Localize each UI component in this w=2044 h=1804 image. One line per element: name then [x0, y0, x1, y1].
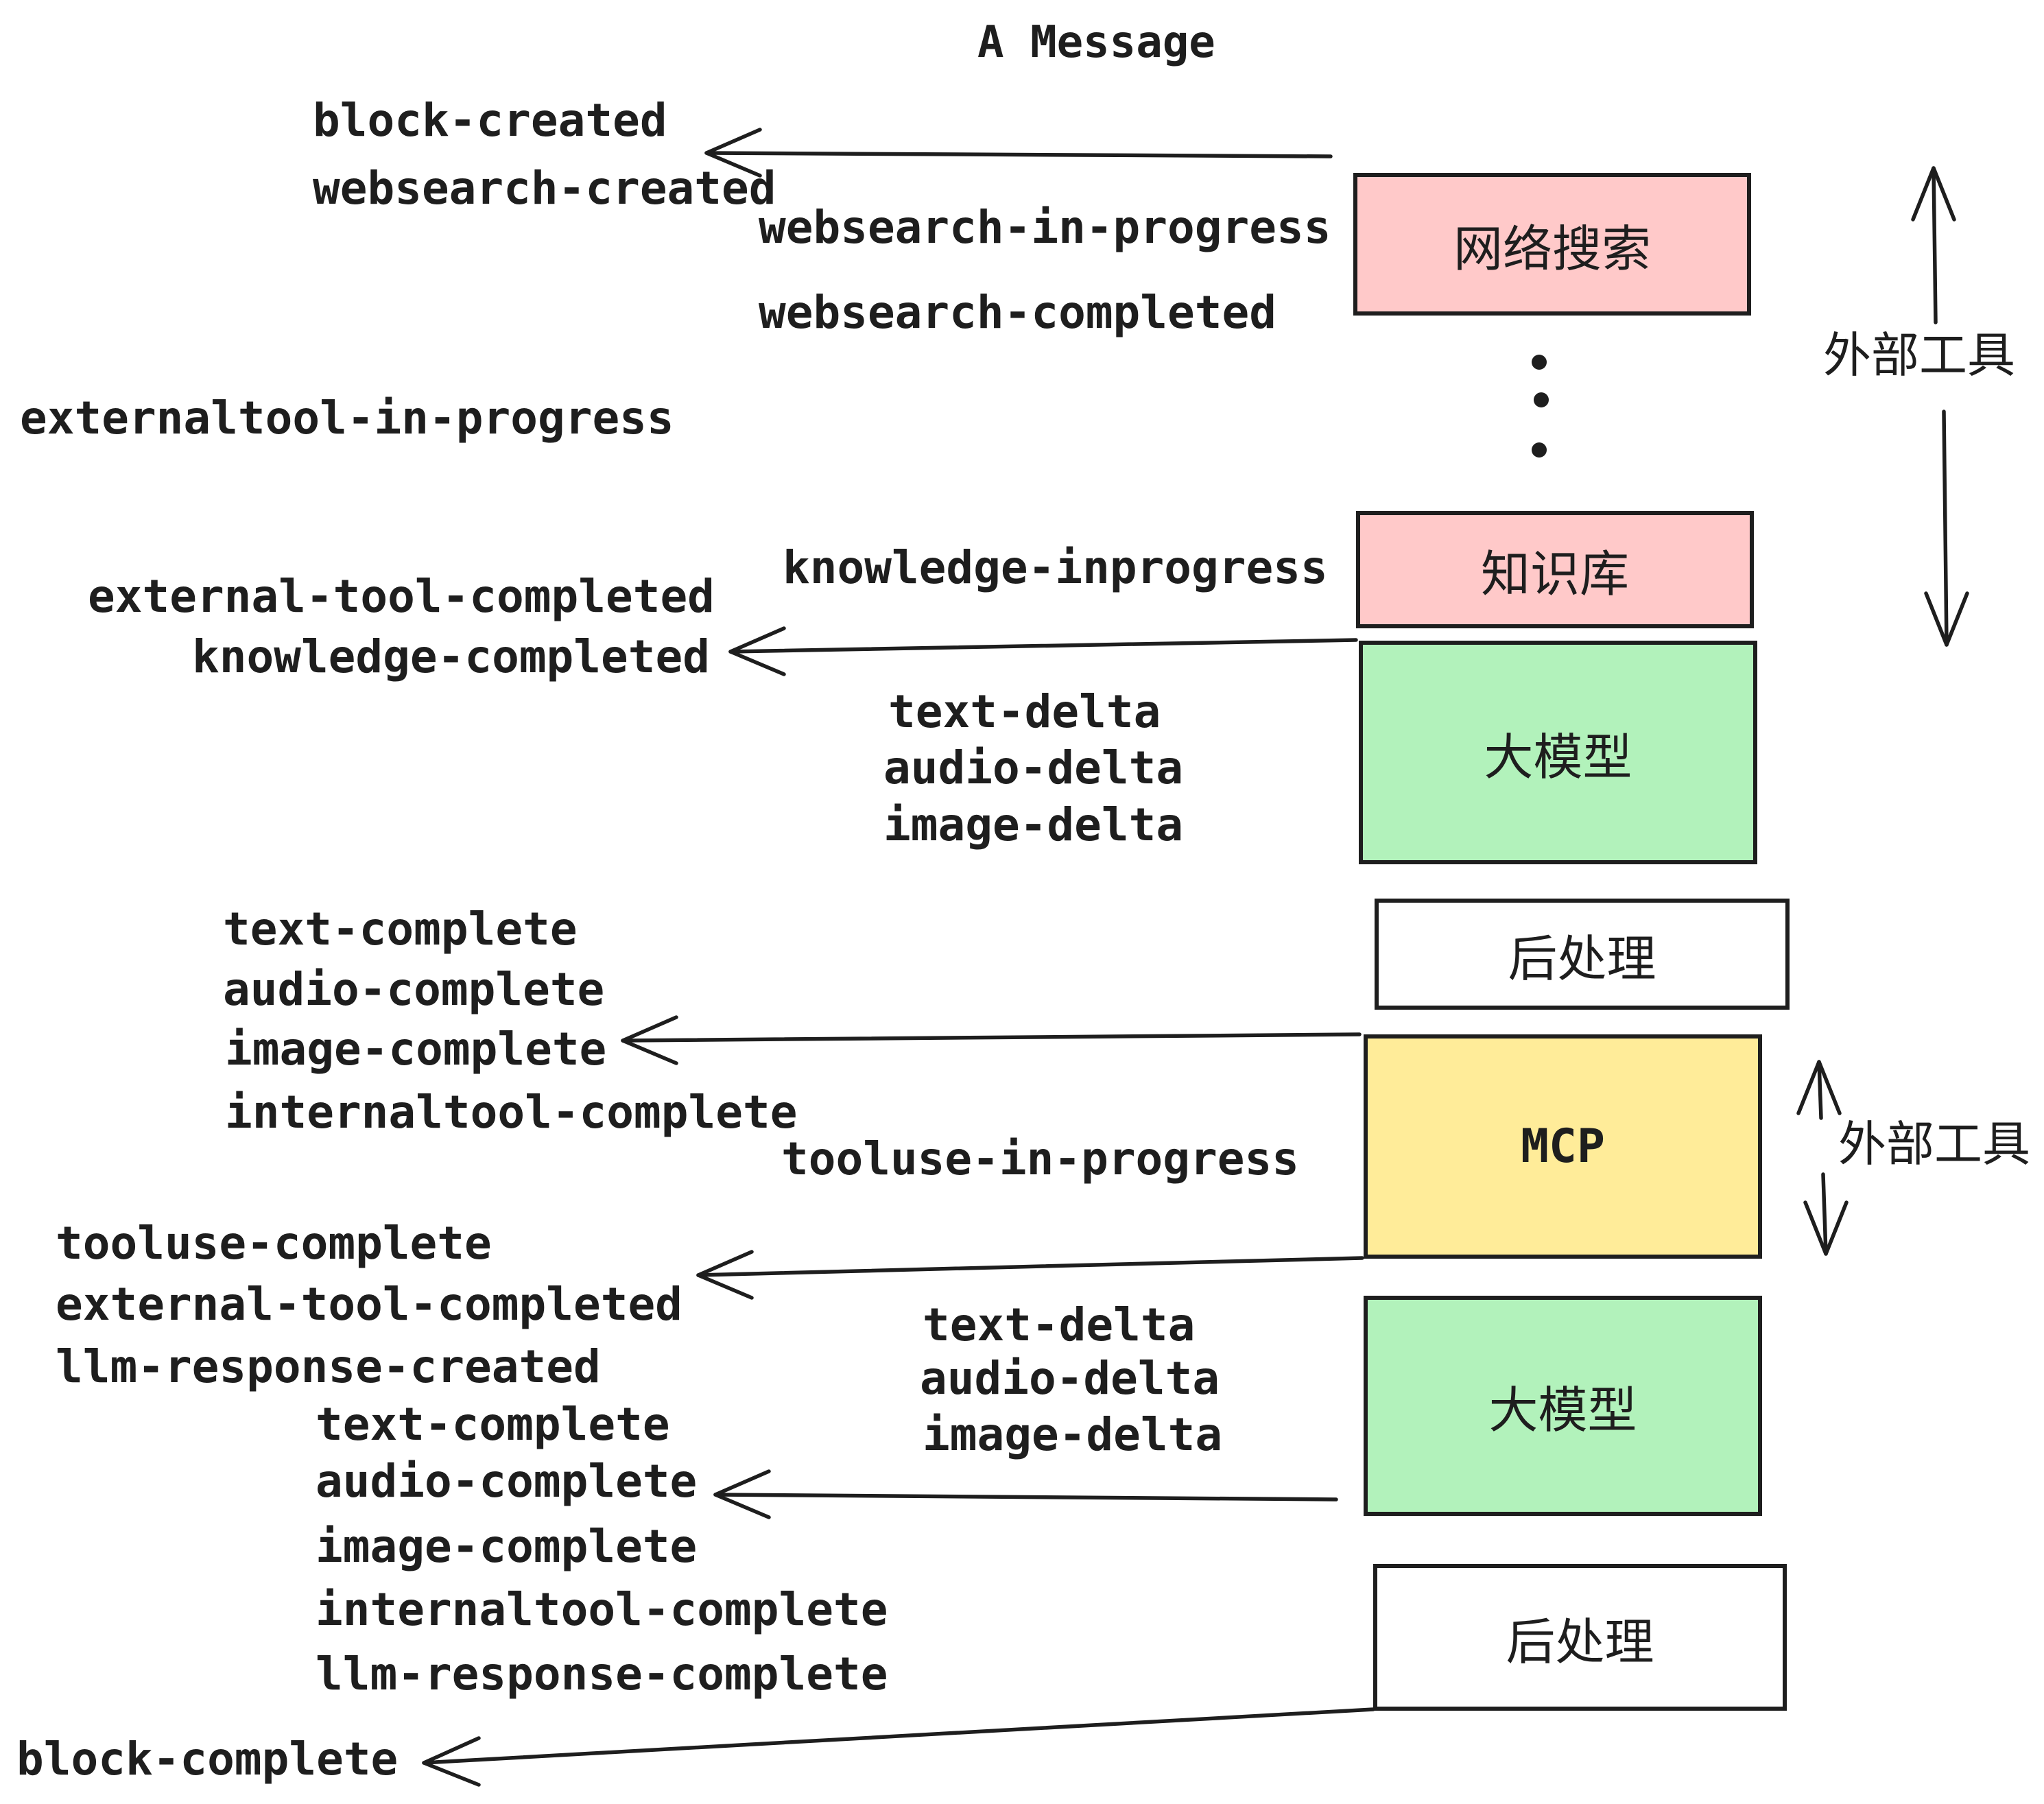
event-audio-complete-2: audio-complete — [316, 1455, 698, 1508]
event-knowledge-completed: knowledge-completed — [192, 630, 710, 683]
box-websearch: 网络搜索 — [1353, 173, 1751, 316]
event-text-delta-1: text-delta — [888, 685, 1161, 738]
double-arrow-external-tools-mcp — [1796, 1060, 1849, 1256]
box-llm-2: 大模型 — [1364, 1296, 1762, 1516]
arrow-knowledge-to-completed — [728, 626, 1358, 676]
box-post-process-1-label: 后处理 — [1508, 931, 1656, 987]
box-knowledge-base-label: 知识库 — [1480, 547, 1629, 602]
event-externaltool-in-progress: externaltool-in-progress — [20, 392, 674, 444]
event-external-tool-completed-2: external-tool-completed — [56, 1278, 682, 1331]
event-image-delta-2: image-delta — [923, 1408, 1223, 1461]
box-llm-1-label: 大模型 — [1484, 730, 1632, 785]
box-websearch-label: 网络搜索 — [1453, 222, 1651, 277]
event-llm-response-created: llm-response-created — [56, 1340, 601, 1393]
annotation-external-tools-top: 外部工具 — [1823, 329, 2015, 382]
box-post-process-2: 后处理 — [1373, 1564, 1787, 1711]
box-mcp: MCP — [1364, 1034, 1762, 1259]
event-image-complete-2: image-complete — [316, 1520, 698, 1573]
box-llm-2-label: 大模型 — [1488, 1384, 1637, 1438]
event-internaltool-complete-2: internaltool-complete — [316, 1583, 888, 1636]
event-tooluse-complete: tooluse-complete — [56, 1217, 492, 1270]
box-mcp-label: MCP — [1521, 1119, 1605, 1174]
box-llm-1: 大模型 — [1359, 641, 1757, 864]
event-external-tool-completed-1: external-tool-completed — [88, 570, 715, 623]
event-internaltool-complete-1: internaltool-complete — [225, 1086, 798, 1139]
arrow-post2-to-block-complete — [422, 1707, 1375, 1787]
event-text-complete-2: text-complete — [316, 1398, 670, 1451]
arrow-websearch-to-created — [704, 128, 1333, 178]
event-text-delta-2: text-delta — [923, 1298, 1196, 1351]
event-knowledge-inprogress: knowledge-inprogress — [783, 541, 1328, 594]
event-websearch-in-progress: websearch-in-progress — [759, 201, 1331, 254]
annotation-external-tools-mcp: 外部工具 — [1838, 1117, 2030, 1171]
box-post-process-1: 后处理 — [1375, 899, 1790, 1010]
event-block-complete: block-complete — [16, 1733, 399, 1785]
event-websearch-completed: websearch-completed — [759, 286, 1276, 339]
event-audio-delta-2: audio-delta — [920, 1352, 1220, 1405]
event-image-delta-1: image-delta — [883, 798, 1184, 851]
event-audio-delta-1: audio-delta — [883, 741, 1184, 794]
vertical-ellipsis-dots — [1532, 355, 1549, 458]
event-image-complete-1: image-complete — [225, 1023, 607, 1076]
event-text-complete-1: text-complete — [223, 903, 578, 956]
event-tooluse-in-progress: tooluse-in-progress — [781, 1132, 1299, 1185]
event-block-created: block-created — [313, 94, 667, 147]
page-title: A Message — [977, 17, 1215, 68]
arrow-mcp-to-complete-group — [621, 1015, 1362, 1065]
double-arrow-external-tools-top — [1911, 166, 1969, 647]
arrow-mcp-to-tooluse-complete — [696, 1250, 1364, 1300]
event-websearch-created: websearch-created — [313, 162, 776, 215]
event-audio-complete-1: audio-complete — [223, 963, 605, 1016]
arrow-llm2-to-complete-group — [713, 1469, 1338, 1519]
event-llm-response-complete: llm-response-complete — [316, 1648, 888, 1700]
box-knowledge-base: 知识库 — [1356, 511, 1754, 628]
box-post-process-2-label: 后处理 — [1506, 1615, 1654, 1670]
